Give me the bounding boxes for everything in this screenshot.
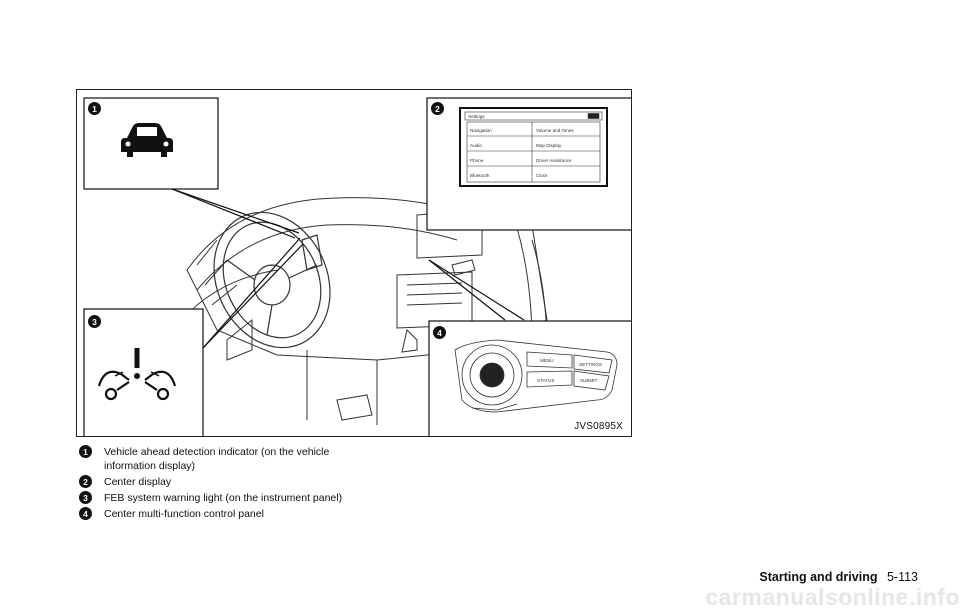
badge-1: 1 bbox=[88, 102, 101, 115]
callout-number: 3 bbox=[79, 491, 92, 504]
callout-text: Center display bbox=[104, 476, 172, 488]
vehicle-ahead-icon bbox=[121, 123, 173, 157]
figure-code: JVS0895X bbox=[574, 421, 623, 432]
badge-2: 2 bbox=[431, 102, 444, 115]
callout-list: 1 Vehicle ahead detection indicator (on … bbox=[79, 445, 379, 523]
center-display-screen bbox=[464, 111, 603, 183]
page-number: 5-113 bbox=[886, 570, 918, 584]
callout-item: 3 FEB system warning light (on the instr… bbox=[79, 491, 379, 505]
feb-warning-icon bbox=[97, 348, 177, 401]
callout-text: Center multi-function control panel bbox=[104, 508, 264, 520]
badge-4: 4 bbox=[433, 326, 446, 339]
badge-1-label: 1 bbox=[92, 103, 97, 114]
callout-number: 4 bbox=[79, 507, 92, 520]
badge-3: 3 bbox=[88, 315, 101, 328]
multi-function-control-panel bbox=[454, 339, 618, 413]
watermark: carmanualsonline.info bbox=[705, 584, 960, 610]
callout-item: 1 Vehicle ahead detection indicator (on … bbox=[79, 445, 379, 473]
callout-text: FEB system warning light (on the instrum… bbox=[104, 492, 343, 504]
callout-item: 2 Center display bbox=[79, 475, 379, 489]
callout-item: 4 Center multi-function control panel bbox=[79, 507, 379, 521]
badge-3-label: 3 bbox=[92, 316, 97, 327]
steering-wheel-icon bbox=[213, 211, 331, 349]
footer-section-title: Starting and driving bbox=[759, 570, 878, 584]
callout-number: 1 bbox=[79, 445, 92, 458]
badge-2-label: 2 bbox=[435, 103, 440, 114]
badge-4-label: 4 bbox=[437, 327, 442, 338]
callout-text: Vehicle ahead detection indicator (on th… bbox=[104, 446, 330, 472]
illustration-figure: 1 2 3 4 Settings Navigation Volume and T… bbox=[76, 89, 632, 437]
page-footer: Starting and driving 5-113 bbox=[759, 570, 918, 584]
dashboard-illustration bbox=[83, 97, 631, 436]
callout-number: 2 bbox=[79, 475, 92, 488]
